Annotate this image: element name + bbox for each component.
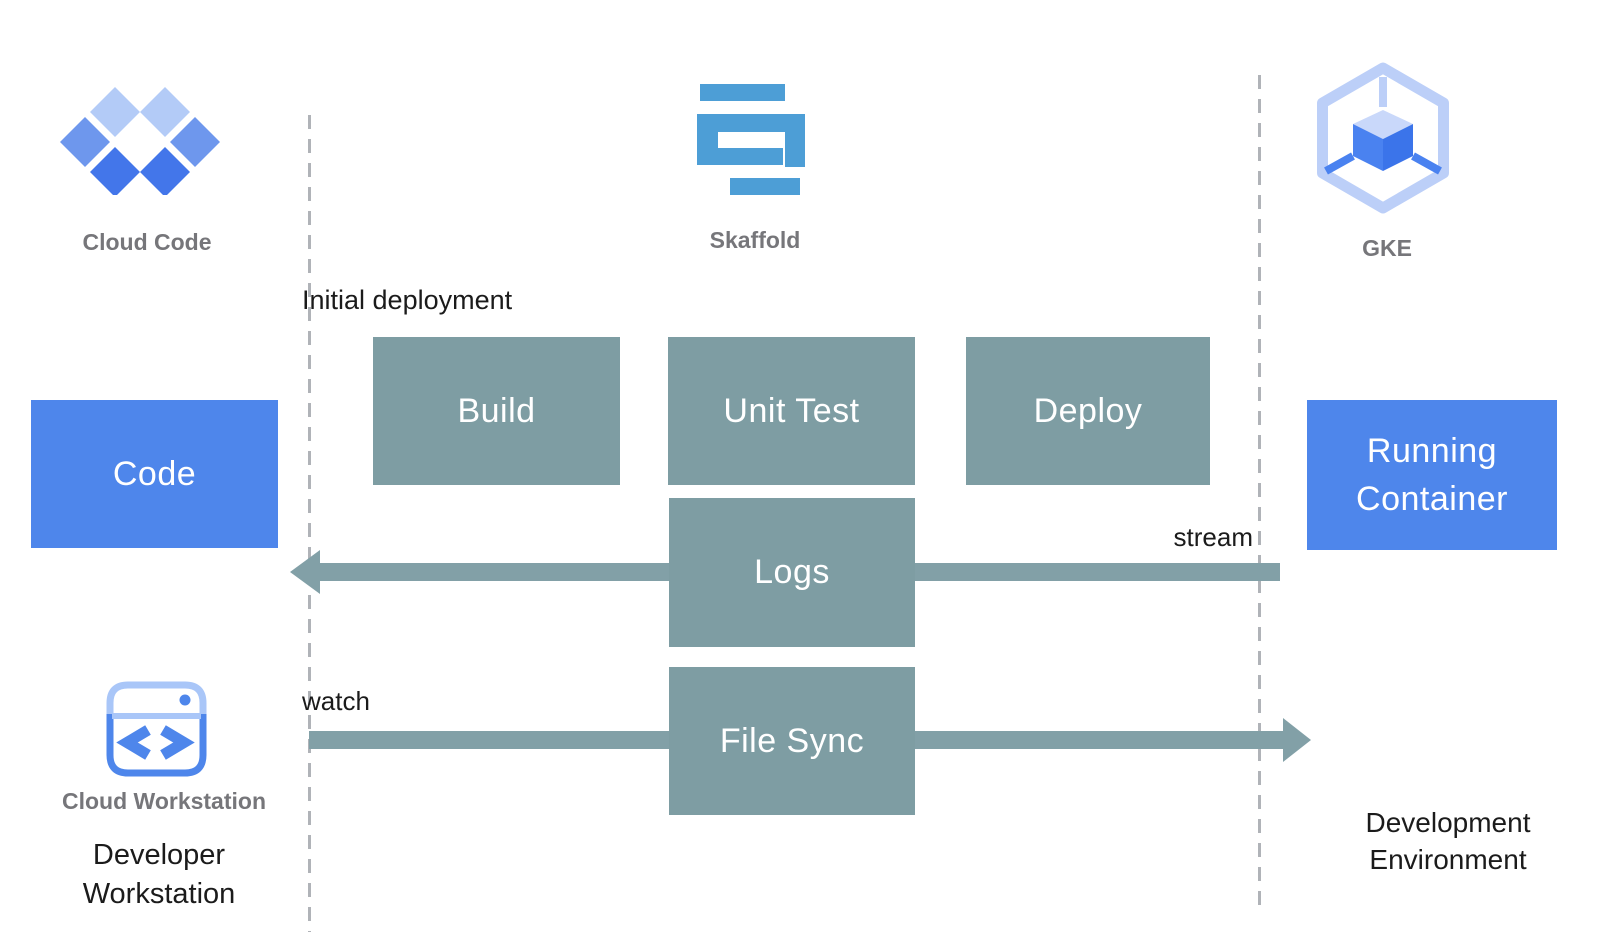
code-box-label: Code: [112, 454, 197, 493]
deploy-box: Deploy: [966, 337, 1210, 485]
developer-workstation-line2: Workstation: [82, 877, 236, 910]
initial-deployment-label: Initial deployment: [302, 285, 513, 315]
logs-box-label: Logs: [754, 553, 830, 591]
skaffold-icon: [697, 84, 805, 195]
development-environment-line2: Environment: [1369, 844, 1527, 876]
development-environment-line1: Development: [1365, 807, 1531, 838]
arrow-right-icon: [1283, 718, 1311, 762]
running-container-line1: Running: [1366, 431, 1498, 470]
cloud-workstation-icon: [106, 681, 207, 777]
build-box-label: Build: [457, 391, 536, 430]
file-sync-box-label: File Sync: [719, 721, 865, 760]
gke-label: GKE: [1362, 235, 1412, 261]
cloud-code-icon: [60, 87, 220, 195]
right-lane-divider: [1258, 75, 1261, 905]
cloud-code-label: Cloud Code: [82, 229, 212, 255]
development-environment-label: Development Environment: [1287, 804, 1600, 878]
running-container-box: Running Container: [1307, 400, 1557, 550]
arrow-left-icon: [290, 550, 320, 594]
skaffold-label: Skaffold: [709, 227, 801, 253]
build-box: Build: [373, 337, 620, 485]
file-sync-box: File Sync: [669, 667, 915, 815]
developer-workstation-line1: Developer: [92, 839, 226, 871]
gke-icon: [1317, 62, 1449, 214]
unit-test-box-label: Unit Test: [723, 391, 860, 430]
unit-test-box: Unit Test: [668, 337, 915, 485]
developer-workstation-label: Developer Workstation: [0, 836, 318, 913]
deploy-box-label: Deploy: [1033, 391, 1143, 430]
watch-label: watch: [302, 686, 370, 716]
cloud-workstation-label: Cloud Workstation: [61, 788, 266, 814]
code-box: Code: [31, 400, 278, 548]
running-container-line2: Container: [1356, 480, 1508, 518]
left-lane-divider: [308, 115, 311, 932]
logs-box: Logs: [669, 498, 915, 647]
stream-label: stream: [1173, 522, 1253, 552]
